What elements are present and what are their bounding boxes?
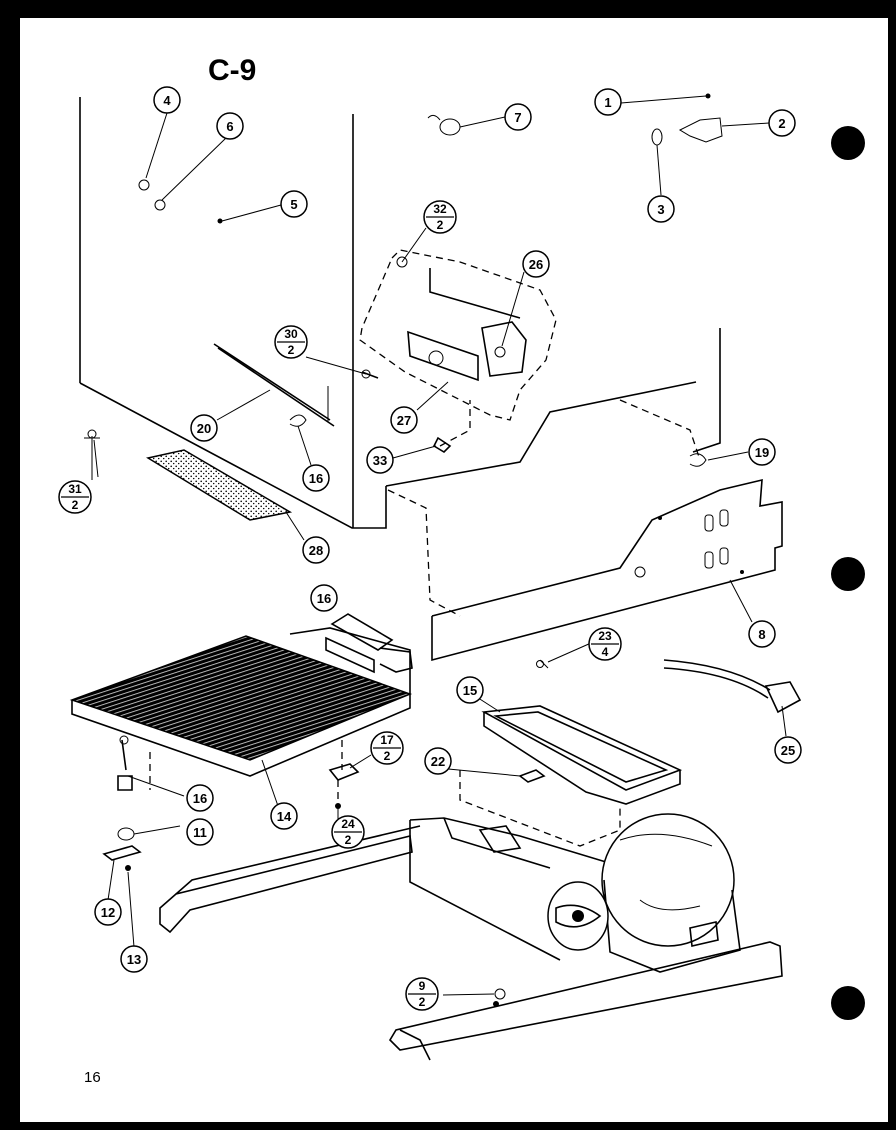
svg-text:12: 12 <box>101 905 115 920</box>
svg-text:13: 13 <box>127 952 141 967</box>
svg-text:14: 14 <box>277 809 292 824</box>
fraction-callout-9-2: 92 <box>405 977 439 1011</box>
svg-text:17: 17 <box>380 733 394 747</box>
svg-text:30: 30 <box>284 327 298 341</box>
washer-part <box>651 128 663 146</box>
fraction-callouts: 322 302 312 234 172 242 92 <box>58 200 622 1011</box>
insulation-pad <box>146 449 293 521</box>
svg-text:5: 5 <box>290 197 297 212</box>
drain-pan <box>459 705 683 847</box>
callout-13: 13 <box>120 945 148 973</box>
svg-text:27: 27 <box>397 413 411 428</box>
callout-15: 15 <box>456 676 484 704</box>
svg-text:33: 33 <box>373 453 387 468</box>
callout-5: 5 <box>280 190 308 218</box>
svg-text:16: 16 <box>317 591 331 606</box>
heater-wire <box>213 343 335 427</box>
fraction-callout-24-2: 242 <box>331 815 365 849</box>
fraction-callout-30-2: 302 <box>274 325 308 359</box>
screw-part <box>217 218 223 224</box>
callout-7: 7 <box>504 103 532 131</box>
svg-text:28: 28 <box>309 543 323 558</box>
screw-part <box>154 199 166 211</box>
svg-text:32: 32 <box>433 202 447 216</box>
callout-12: 12 <box>94 898 122 926</box>
callout-4: 4 <box>153 86 181 114</box>
binder-hole <box>831 126 865 160</box>
svg-text:9: 9 <box>419 979 426 993</box>
binder-holes <box>831 126 865 1020</box>
svg-text:2: 2 <box>288 343 295 357</box>
diagram-sheet <box>20 18 888 1122</box>
svg-text:26: 26 <box>529 257 543 272</box>
condenser <box>69 627 413 777</box>
svg-text:2: 2 <box>778 116 785 131</box>
svg-text:31: 31 <box>68 482 82 496</box>
callout-26: 26 <box>522 250 550 278</box>
base-rails <box>159 825 783 1061</box>
callout-1: 1 <box>594 88 622 116</box>
svg-text:7: 7 <box>514 110 521 125</box>
cabinet-outline <box>79 97 721 529</box>
fraction-callout-31-2: 312 <box>58 480 92 514</box>
callout-28: 28 <box>302 536 330 564</box>
grommet-part <box>138 179 150 191</box>
callout-20: 20 <box>190 414 218 442</box>
callout-27: 27 <box>390 406 418 434</box>
svg-text:2: 2 <box>345 833 352 847</box>
callout-11: 11 <box>186 818 214 846</box>
svg-text:3: 3 <box>657 202 664 217</box>
svg-text:2: 2 <box>419 995 426 1009</box>
svg-text:6: 6 <box>226 119 233 134</box>
leader-lines <box>84 95 787 996</box>
fraction-callout-32-2: 322 <box>423 200 457 234</box>
bushing-part <box>439 118 461 136</box>
svg-text:19: 19 <box>755 445 769 460</box>
page-number: 16 <box>84 1069 101 1086</box>
diagram-title: C-9 <box>208 54 256 87</box>
svg-text:2: 2 <box>384 749 391 763</box>
control-bracket <box>359 249 557 454</box>
mounting-hardware <box>102 735 360 871</box>
svg-text:1: 1 <box>604 95 611 110</box>
fraction-callout-17-2: 172 <box>370 731 404 765</box>
fan-bracket <box>325 613 413 674</box>
callout-16: 16 <box>186 784 214 812</box>
svg-text:22: 22 <box>431 754 445 769</box>
svg-text:15: 15 <box>463 683 477 698</box>
power-cord <box>536 453 802 714</box>
screw-part <box>705 93 711 99</box>
svg-text:24: 24 <box>341 817 355 831</box>
callout-2: 2 <box>768 109 796 137</box>
svg-text:23: 23 <box>598 629 612 643</box>
svg-text:20: 20 <box>197 421 211 436</box>
callout-14: 14 <box>270 802 298 830</box>
svg-text:2: 2 <box>72 498 79 512</box>
svg-text:2: 2 <box>437 218 444 232</box>
compressor-assembly <box>409 813 741 973</box>
svg-text:11: 11 <box>193 825 207 840</box>
svg-text:16: 16 <box>193 791 207 806</box>
svg-text:4: 4 <box>163 93 171 108</box>
callout-19: 19 <box>748 438 776 466</box>
valve-part <box>678 117 723 143</box>
fraction-callout-23-4: 234 <box>588 627 622 661</box>
svg-text:4: 4 <box>602 645 609 659</box>
back-panel <box>387 399 783 662</box>
callout-33: 33 <box>366 446 394 474</box>
callout-8: 8 <box>748 620 776 648</box>
callout-16: 16 <box>302 464 330 492</box>
callout-22: 22 <box>424 747 452 775</box>
callout-6: 6 <box>216 112 244 140</box>
binder-hole <box>831 986 865 1020</box>
svg-text:25: 25 <box>781 743 795 758</box>
callout-3: 3 <box>647 195 675 223</box>
binder-hole <box>831 557 865 591</box>
svg-text:8: 8 <box>758 627 765 642</box>
callout-16: 16 <box>310 584 338 612</box>
callouts: 4 6 5 7 1 2 3 26 27 33 20 16 28 19 8 16 … <box>94 86 802 973</box>
callout-25: 25 <box>774 736 802 764</box>
svg-text:16: 16 <box>309 471 323 486</box>
